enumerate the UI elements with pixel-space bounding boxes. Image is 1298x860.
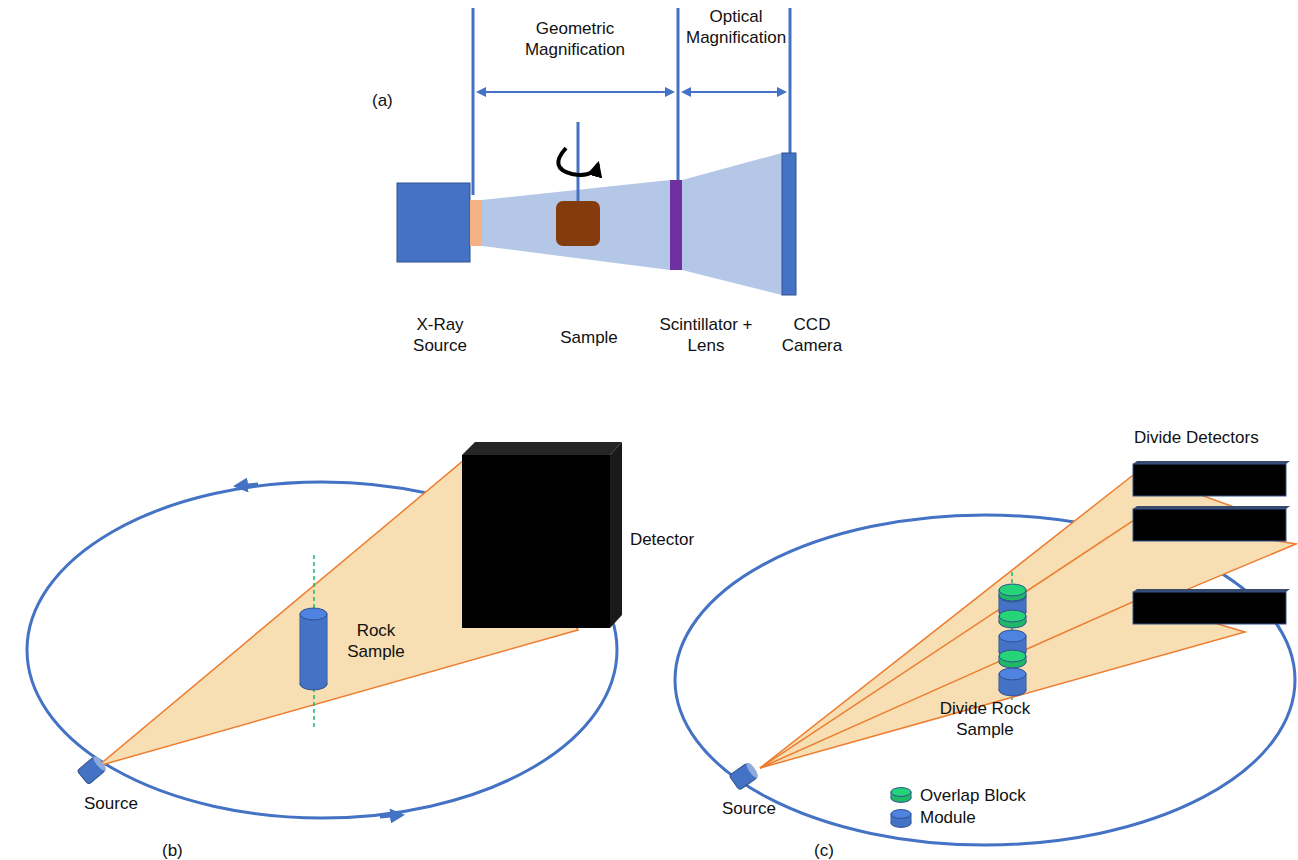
- xray-beam: [482, 180, 670, 270]
- dimension-label: Optical Magnification: [686, 6, 786, 49]
- xray-source-box: [397, 183, 470, 262]
- panel-letter: (c): [814, 840, 854, 860]
- node-label: Sample: [549, 327, 629, 348]
- node-label: CCD Camera: [772, 314, 852, 357]
- overlap-block-cylinder: [999, 650, 1026, 668]
- legend-cylinder: [891, 810, 911, 828]
- legend-cylinder: [891, 788, 911, 803]
- overlap-block-cylinder: [999, 584, 1026, 601]
- module-cylinder-top: [999, 668, 1026, 680]
- node-label: Scintillator + Lens: [651, 314, 761, 357]
- orbit: [675, 515, 1295, 845]
- detector-bar: [1133, 509, 1286, 541]
- detector-bar: [1133, 464, 1286, 496]
- light-beam: [682, 153, 782, 295]
- overlap-block-cylinder-top: [999, 610, 1026, 622]
- rock-sample-cylinder-fill: [301, 614, 327, 684]
- detector-top: [462, 442, 622, 455]
- scintillator-lens-node: Scintillator + Lens: [670, 180, 682, 270]
- dimension-extension-line: [472, 8, 475, 195]
- dimension-arrow: [478, 91, 673, 93]
- overlap-block-cylinder: [999, 610, 1026, 628]
- source-face: [92, 755, 108, 773]
- legend-label: Overlap Block: [920, 786, 1026, 806]
- sample-node: Sample: [556, 201, 600, 246]
- rotation-arrow: [558, 148, 598, 175]
- ccd-camera-node: CCD Camera: [782, 153, 796, 295]
- ccd-camera: [782, 153, 796, 295]
- group-label: Divide Detectors: [1134, 427, 1284, 448]
- detector-front: [462, 455, 610, 628]
- overlap-block-cylinder-top: [999, 650, 1026, 662]
- xray-fan: [760, 518, 1296, 768]
- panel-letter: (b): [162, 840, 202, 860]
- node-label: Rock Sample: [345, 620, 407, 663]
- dimension-label: Geometric Magnification: [515, 18, 635, 61]
- legend-cylinder-top: [891, 810, 911, 819]
- orbit-arrow: [236, 484, 258, 486]
- sample-block: [556, 201, 600, 246]
- module-cylinder: [999, 668, 1026, 696]
- rock-sample-cylinder-top: [300, 608, 327, 620]
- detector-node: Detector: [462, 442, 622, 628]
- group-label: Divide Rock Sample: [930, 698, 1040, 741]
- scintillator: [670, 180, 682, 270]
- xray-fan: [760, 600, 1245, 768]
- rock-sample-node: Rock Sample: [300, 608, 328, 690]
- node-label: X-Ray Source: [400, 314, 480, 357]
- module-cylinder-top: [999, 630, 1026, 642]
- xray-window: [470, 200, 482, 246]
- orbit-arrow: [380, 815, 402, 817]
- legend-entry: Module: [888, 808, 976, 828]
- rock-sample-cylinder-body: [300, 614, 327, 684]
- source-icon: [729, 761, 760, 790]
- legend-cylinder-top: [891, 788, 911, 797]
- legend-entry: Overlap Block: [888, 786, 1026, 806]
- legend-swatch: [888, 786, 914, 806]
- dimension-extension-line: [789, 8, 792, 155]
- source-face: [745, 761, 760, 779]
- overlap-block-cylinder-top: [999, 584, 1026, 596]
- dimension-extension-line: [677, 8, 680, 180]
- source-icon: [77, 755, 108, 785]
- rock-sample-cylinder: [300, 608, 327, 690]
- detector-bar: [1133, 592, 1286, 624]
- legend-label: Module: [920, 808, 976, 828]
- legend-swatch: [888, 808, 914, 828]
- source-label: Source: [722, 798, 792, 819]
- xray-source-node: X-Ray Source: [397, 183, 470, 262]
- dimension-arrow: [683, 91, 785, 93]
- detector-side: [610, 442, 622, 628]
- source-label: Source: [84, 793, 154, 814]
- sample-rod: [577, 122, 580, 202]
- node-label: Detector: [624, 529, 700, 550]
- panel-letter: (a): [372, 90, 412, 111]
